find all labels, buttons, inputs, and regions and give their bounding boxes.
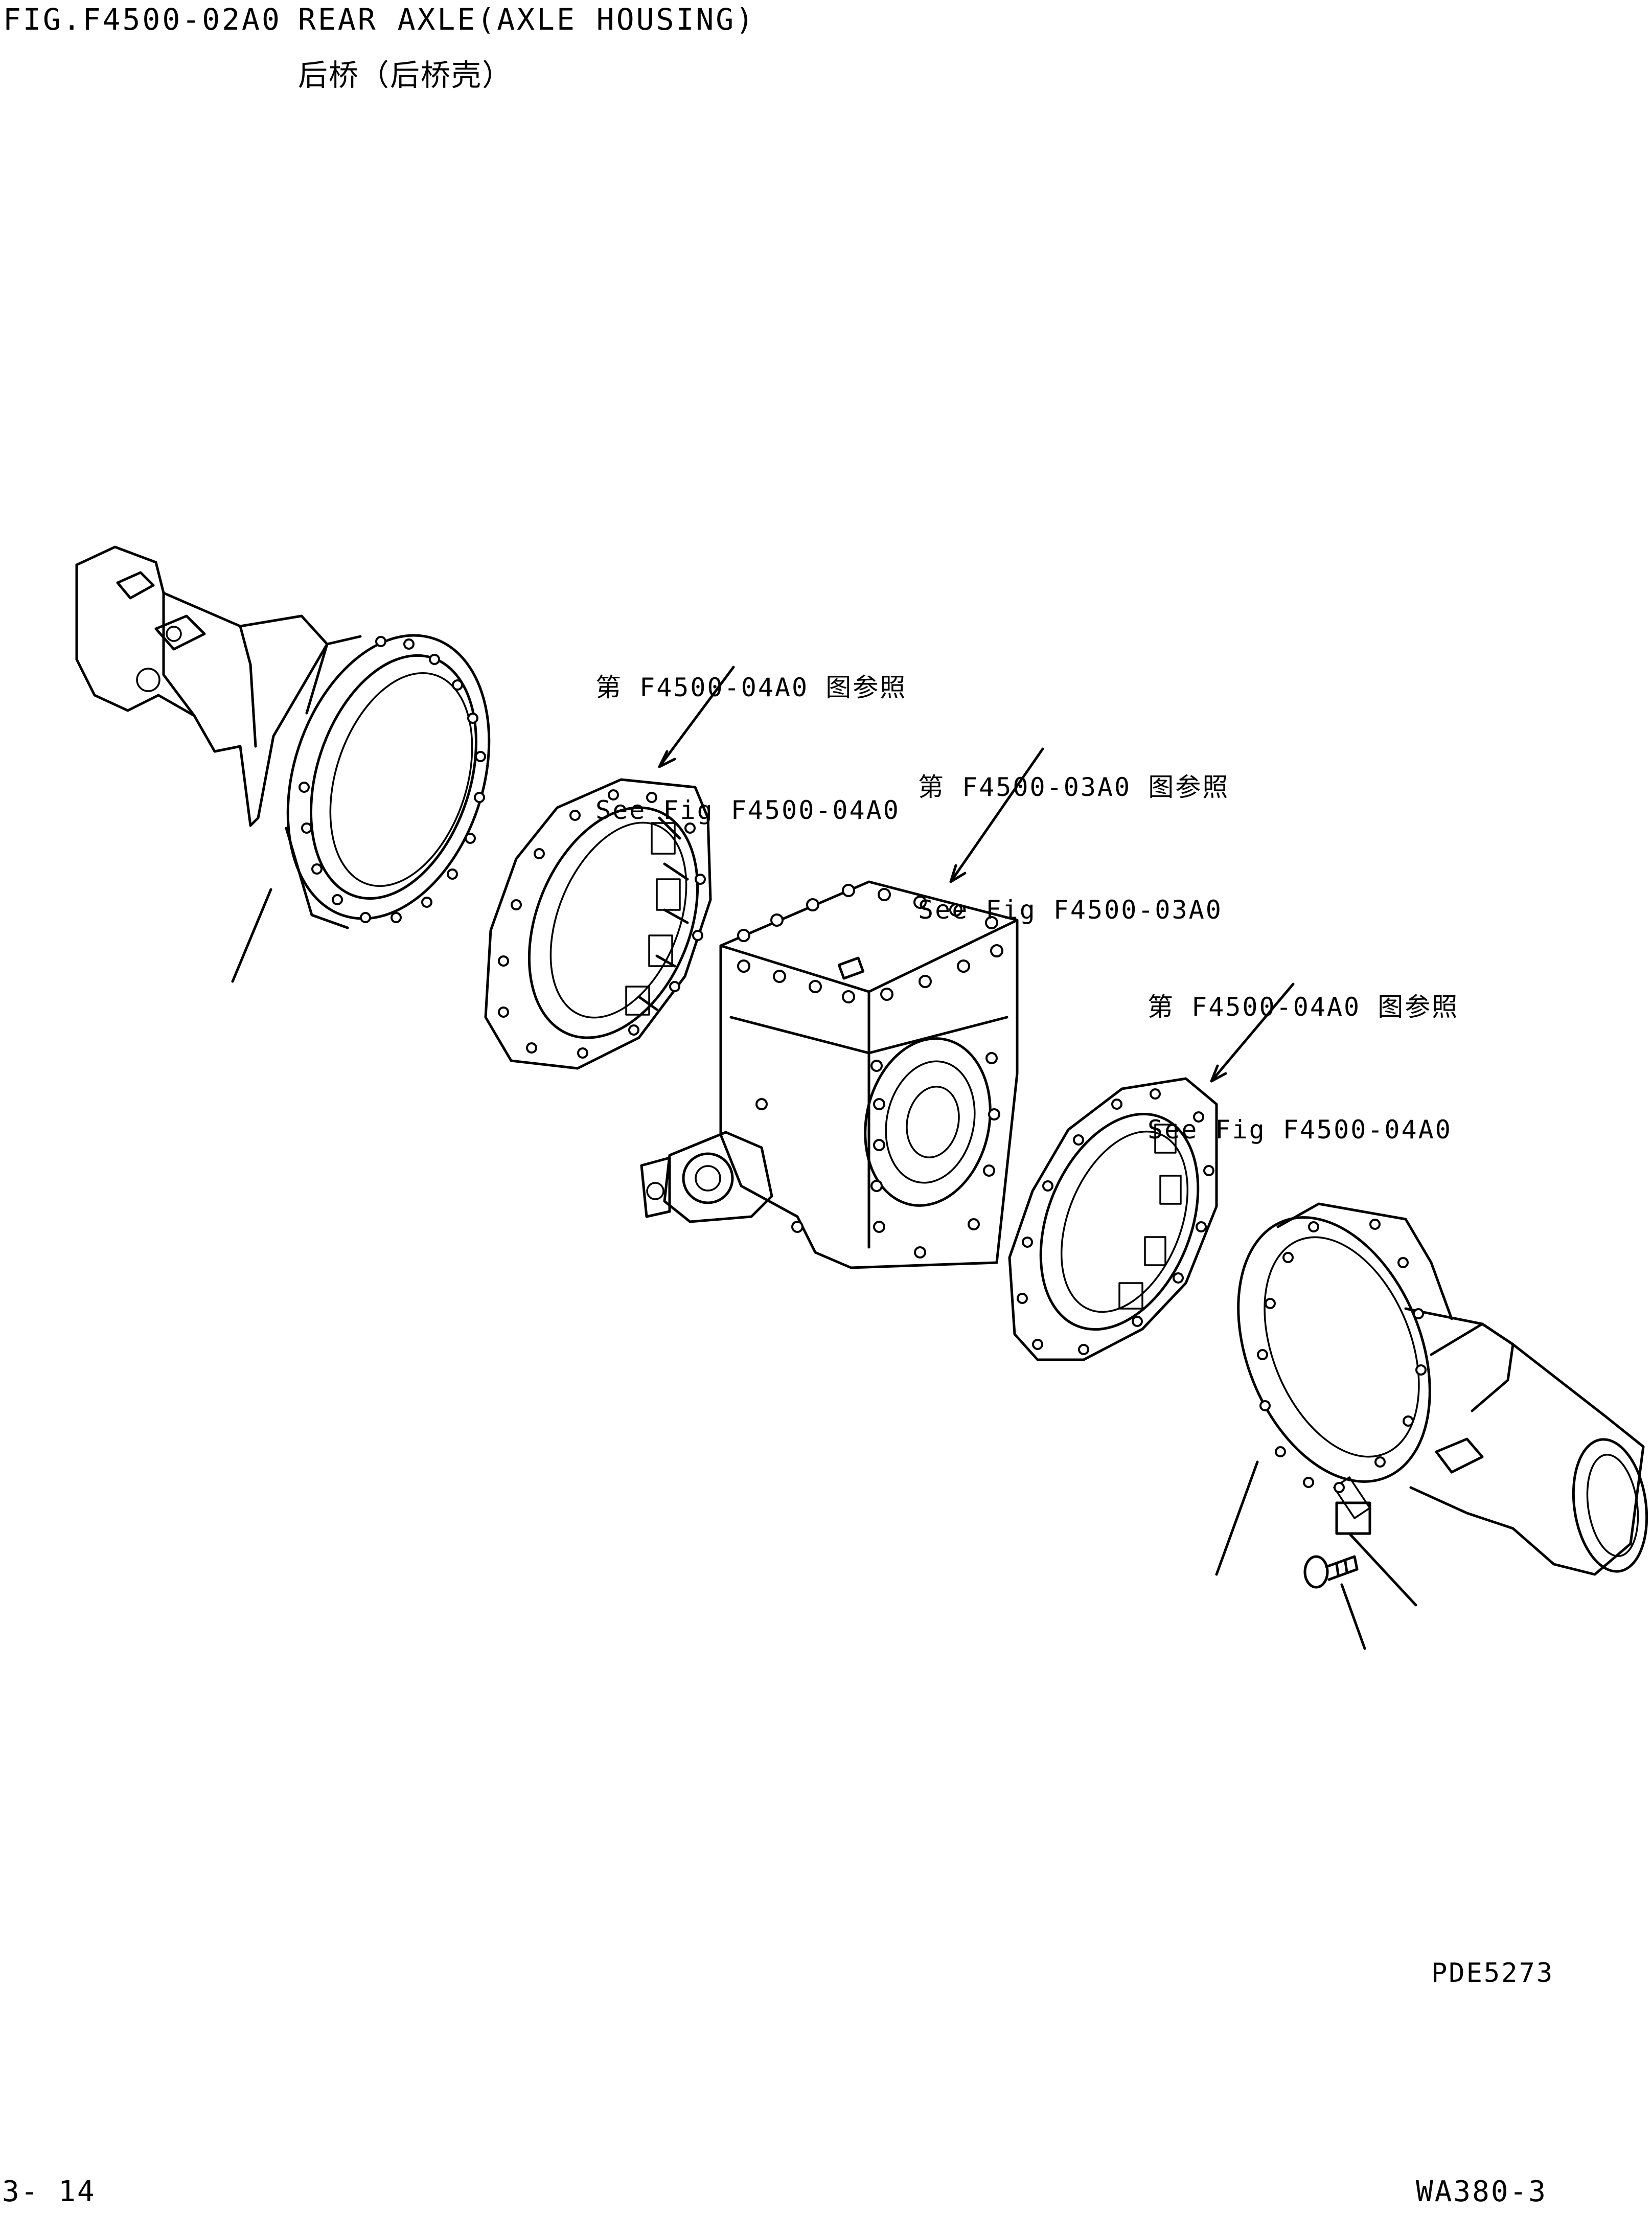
leader-arrow-carrier [949,747,1044,883]
page-number: 3- 14 [2,2175,96,2208]
callout-1-en: See Fig F4500-04A0 [595,795,900,825]
left-carrier-ring [484,778,712,1070]
differential-carrier [640,880,1019,1269]
callout-3-cn: 第 F4500-04A0 图参照 [1148,992,1459,1022]
left-axle-housing [75,545,491,929]
callout-2-cn: 第 F4500-03A0 图参照 [918,772,1230,802]
right-carrier-ring [1008,1077,1218,1361]
leader-arrow-left-ring [658,666,735,768]
drive-screw [1303,1555,1359,1589]
drawing-code: PDE5273 [1431,1958,1554,1988]
callout-3: 第 F4500-04A0 图参照 See Fig F4500-04A0 [1148,905,1459,1232]
callout-1-cn: 第 F4500-04A0 图参照 [595,673,907,702]
figure-title-chinese: 后桥（后桥壳） [298,58,513,93]
callout-2-en: See Fig F4500-03A0 [918,895,1223,925]
model-code: WA380-3 [1416,2175,1548,2208]
leader-line-left-housing [231,888,272,983]
leader-line-screw [1340,1583,1366,1650]
leader-line-right-housing [1215,1460,1259,1576]
callout-3-en: See Fig F4500-04A0 [1148,1115,1452,1145]
callout-2: 第 F4500-03A0 图参照 See Fig F4500-03A0 [918,685,1229,1012]
callout-1: 第 F4500-04A0 图参照 See Fig F4500-04A0 [595,585,907,912]
right-axle-housing [1237,1202,1648,1576]
figure-title-english: REAR AXLE(AXLE HOUSING) [298,2,756,37]
leader-arrow-right-ring [1210,982,1295,1083]
leader-line-plate [1348,1532,1417,1607]
figure-code: FIG.F4500-02A0 [3,2,282,37]
